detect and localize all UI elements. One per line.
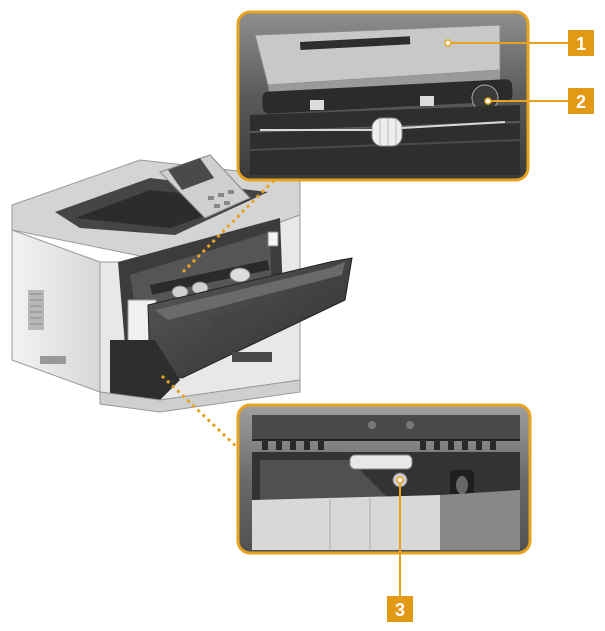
callout-label-2: 2 [576, 92, 586, 112]
callout-leader-3 [396, 476, 404, 596]
feed-rollers [171, 267, 251, 299]
vent-grille [28, 290, 44, 330]
printer-illustration [11, 154, 353, 413]
control-panel [159, 154, 251, 219]
callout-connectors [160, 170, 284, 452]
callout-label-1: 1 [576, 34, 586, 54]
inset-lower-interior [236, 403, 532, 555]
callout-label-3: 3 [395, 600, 405, 620]
callout-badge-2: 2 [568, 88, 594, 114]
inset-upper-interior [236, 10, 530, 182]
callout-badge-1: 1 [568, 30, 594, 56]
callout-badge-3: 3 [387, 596, 413, 622]
callout-leaders-upper [444, 39, 568, 105]
